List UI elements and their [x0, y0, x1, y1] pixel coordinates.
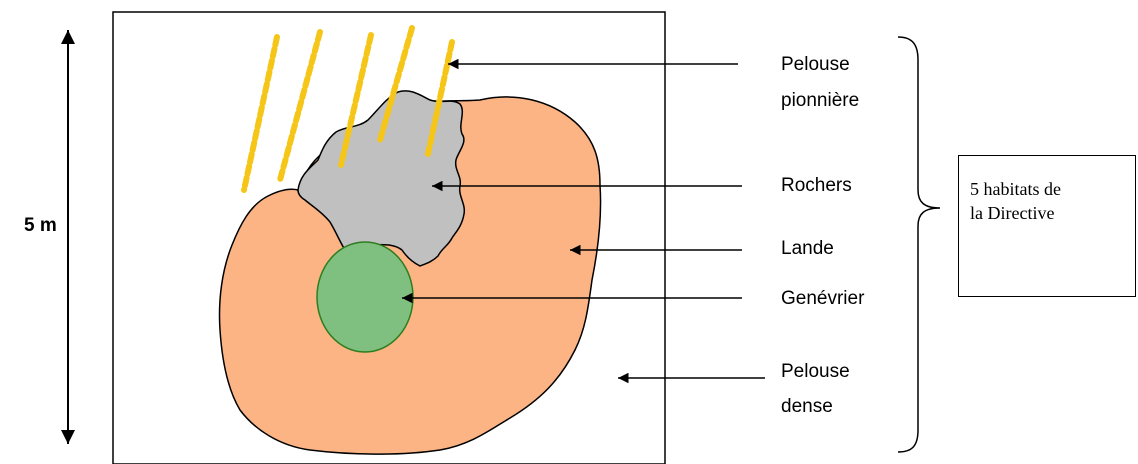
label-pelouse-pionniere-line2: pionnière: [781, 90, 859, 111]
label-rochers: Rochers: [781, 175, 852, 196]
scale-label: 5 m: [24, 215, 57, 236]
callout-line1: 5 habitats de: [970, 178, 1061, 200]
label-lande: Lande: [781, 238, 834, 259]
label-pelouse-dense-line1: Pelouse: [781, 361, 850, 382]
label-pelouse-dense-line2: dense: [781, 396, 833, 417]
pioneer-stroke: [280, 32, 320, 180]
grouping-brace: [898, 37, 940, 452]
directive-callout-box: [958, 155, 1136, 297]
pioneer-stroke: [244, 37, 277, 190]
callout-line2: la Directive: [970, 202, 1054, 224]
genevrier-area: [317, 242, 413, 352]
label-genevrier: Genévrier: [781, 288, 865, 309]
label-pelouse-pionniere-line1: Pelouse: [781, 54, 850, 75]
